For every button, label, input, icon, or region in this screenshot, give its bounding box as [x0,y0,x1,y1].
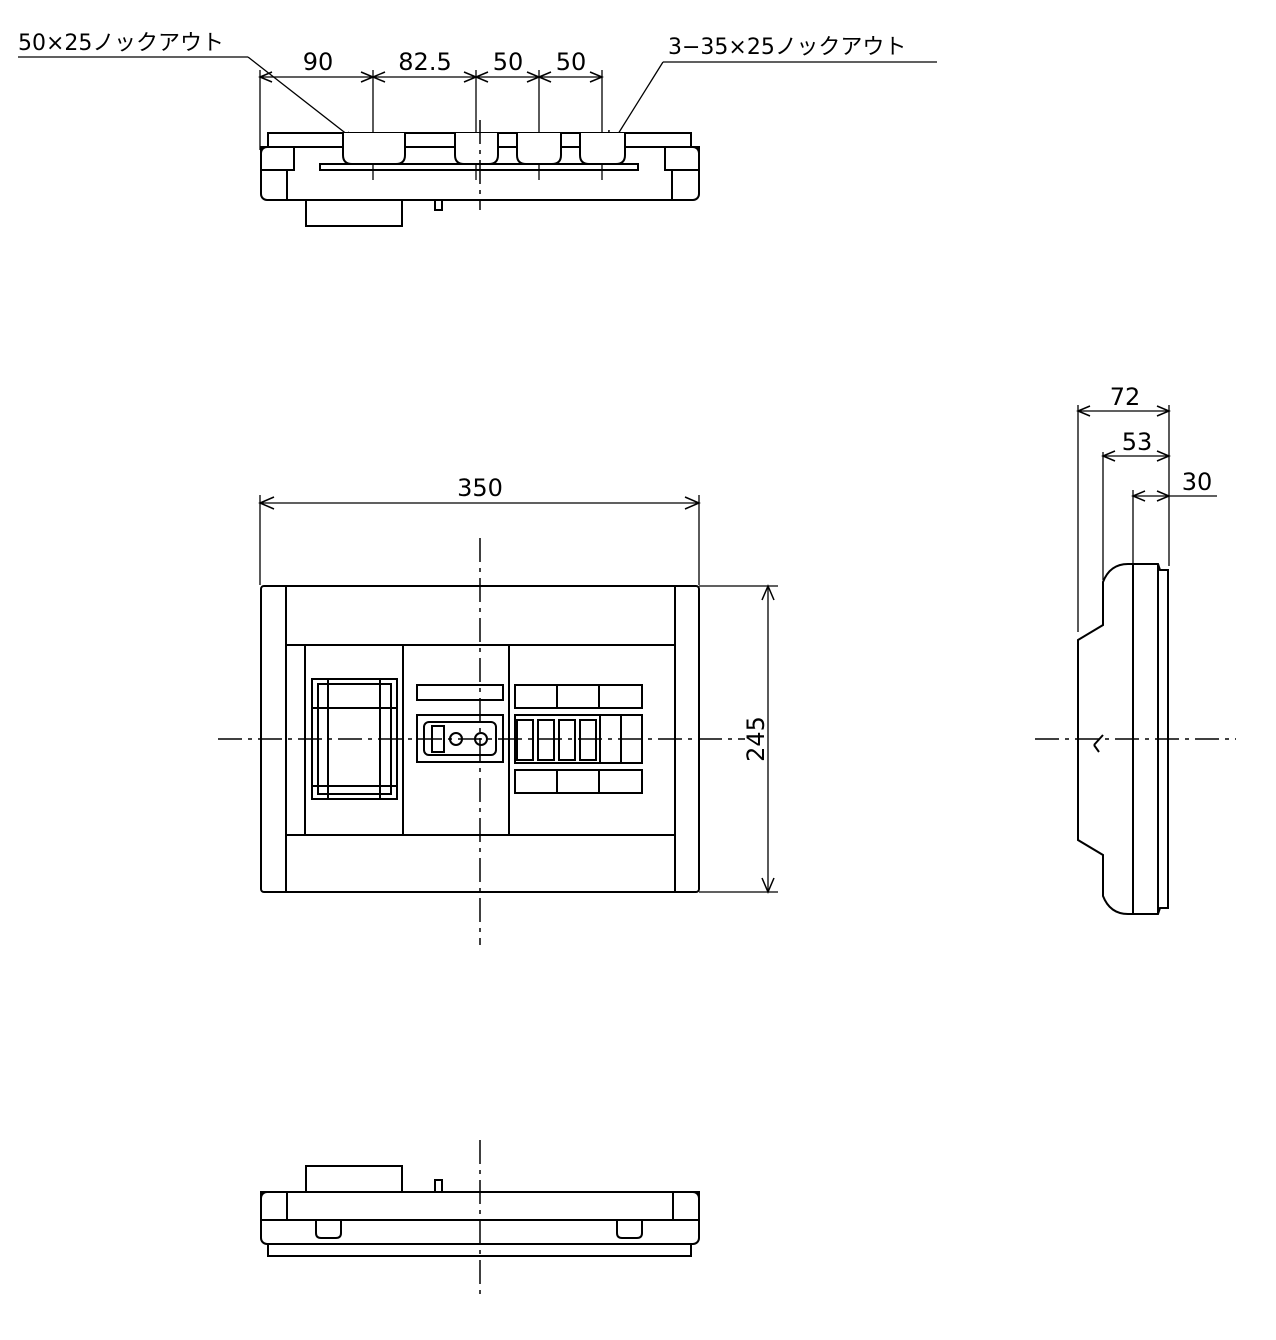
dim-label-50b: 50 [556,48,587,76]
branch-label-row-top [514,684,643,709]
dim-arrow [1156,450,1171,462]
bottom-foot [315,1220,342,1239]
dim-arrow [1156,490,1171,502]
main-breaker-compartment [304,644,404,836]
dim-arrow [1156,405,1171,417]
top-view-knob [434,199,443,211]
label-slot [416,684,504,701]
dim-arrow [537,71,552,83]
branch-compartment [508,644,676,836]
knob-line [1093,734,1104,746]
top-left-cap [260,146,295,171]
knockout-35x25 [454,133,499,165]
dim-arrow [589,71,604,83]
depth-30-label: 30 [1182,468,1213,496]
top-view-breaker-body [305,199,403,227]
knockout-50x25 [342,133,406,165]
bottom-view [260,1140,700,1295]
dim-label-82-5: 82.5 [398,48,451,76]
depth-53-label: 53 [1122,428,1153,456]
branch-label-row-bottom [514,769,643,794]
dim-arrow [1076,405,1091,417]
dim-arrow [371,71,386,83]
branch-breaker [516,719,534,761]
front-view: 350 245 [218,474,778,945]
knob-line [1093,744,1100,753]
dim-arrow [258,71,273,83]
branch-breaker [558,719,576,761]
dim-arrow [761,877,775,894]
side-view: 72 53 30 [1035,383,1236,915]
knockout-left-note: 50×25ノックアウト [18,31,224,56]
dim-arrow [474,71,489,83]
bottom-foot [616,1220,643,1239]
bottom-right-cap [672,1191,700,1221]
left-leader-line [247,56,363,147]
branch-breaker [579,719,597,761]
dim-label-50a: 50 [493,48,524,76]
center-compartment [402,644,510,836]
dim-arrow [1131,490,1146,502]
top-view: 50×25ノックアウト 3−35×25ノックアウト 90 82.5 50 50 [18,31,937,227]
bottom-view-breaker-body [305,1165,403,1193]
side-view-outline [1077,563,1169,915]
width-label: 350 [457,474,503,502]
branch-breaker [537,719,555,761]
dim-arrow [684,496,701,510]
bottom-view-knob [434,1179,443,1193]
knockout-35x25 [516,133,562,165]
height-label: 245 [742,716,770,762]
dim-label-90: 90 [303,48,334,76]
dim-arrow [761,584,775,601]
dim-arrow [1101,450,1116,462]
knockout-35x25 [579,133,626,165]
top-right-cap [664,146,700,171]
dim-arrow [258,496,275,510]
bottom-left-cap [260,1191,288,1221]
knockout-right-note: 3−35×25ノックアウト [668,35,906,60]
depth-72-label: 72 [1110,383,1141,411]
